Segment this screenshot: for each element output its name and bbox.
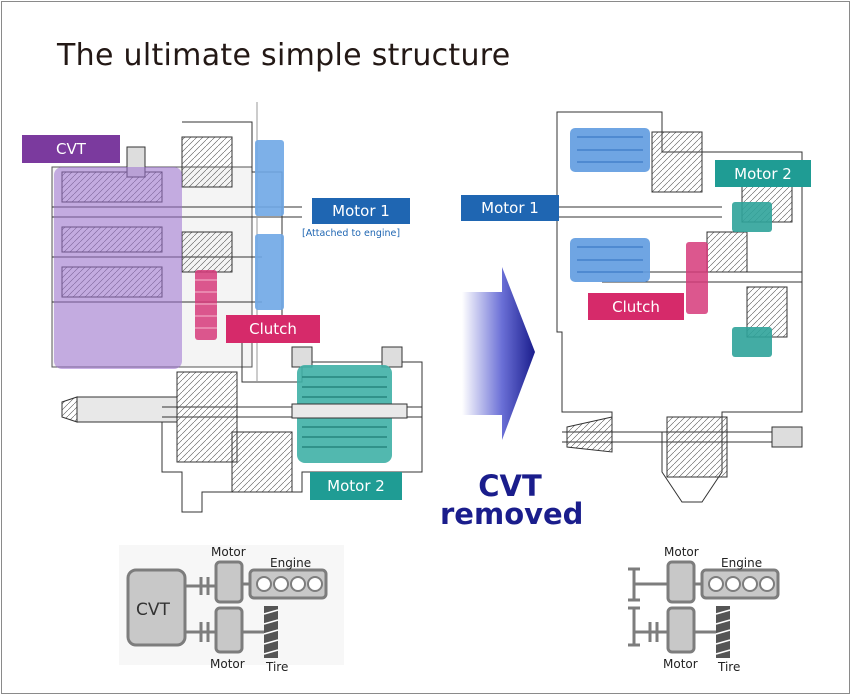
cvt-removed-caption: CVT removed (440, 469, 584, 531)
transition-arrow (462, 267, 535, 440)
clutch-block-right (686, 242, 708, 314)
cvt-highlight (54, 167, 182, 369)
schematic-left-motor-bottom: Motor (210, 657, 245, 671)
clutch-block-left (195, 270, 217, 340)
clutch-label-left: Clutch (226, 315, 320, 343)
schematic-right (628, 560, 780, 658)
motor1-label-left: Motor 1 (312, 198, 410, 224)
motor2-block-bottom-right (732, 327, 772, 357)
motor2-label-left: Motor 2 (310, 472, 402, 500)
page-title: The ultimate simple structure (57, 38, 511, 73)
schematic-right-engine: Engine (721, 556, 763, 570)
cvt-removed-line1: CVT (478, 469, 542, 503)
motor1-label-right: Motor 1 (461, 195, 559, 221)
motor2-block-top-right (732, 202, 772, 232)
motor1-block-bottom (255, 234, 284, 310)
cvt-label: CVT (22, 135, 120, 163)
motor2-label-right: Motor 2 (715, 160, 811, 187)
clutch-label-right: Clutch (588, 293, 684, 320)
schematic-left-engine: Engine (270, 556, 312, 570)
schematic-left (119, 545, 344, 665)
schematic-right-motor-top: Motor (664, 545, 699, 559)
motor1-block-top (255, 140, 284, 216)
cvt-removed-line2: removed (440, 497, 584, 531)
attached-to-engine-note: [Attached to engine] (302, 228, 401, 239)
schematic-right-tire: Tire (718, 660, 741, 674)
schematic-left-tire: Tire (266, 660, 289, 674)
schematic-right-motor-bottom: Motor (663, 657, 698, 671)
schematic-left-cvt-text: CVT (136, 600, 170, 620)
schematic-left-motor-top: Motor (211, 545, 246, 559)
